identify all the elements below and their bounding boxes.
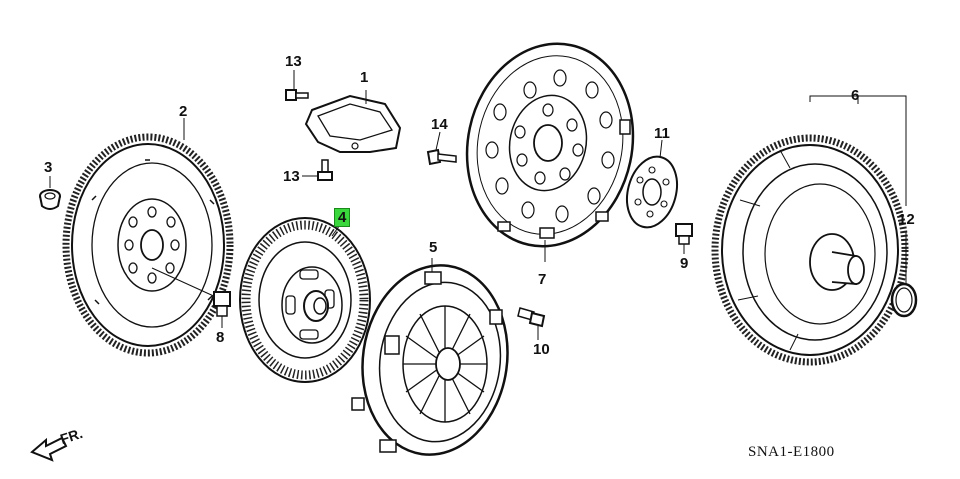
label-part-6: 6 bbox=[851, 87, 860, 104]
label-part-7: 7 bbox=[538, 271, 547, 288]
clutch-disc-part-4[interactable] bbox=[239, 217, 371, 383]
flywheel-part-2[interactable] bbox=[62, 133, 234, 357]
label-part-12: 12 bbox=[898, 211, 915, 228]
label-part-9: 9 bbox=[680, 255, 689, 272]
pressure-plate-part-5[interactable] bbox=[350, 256, 519, 464]
bolt-part-14[interactable] bbox=[426, 148, 457, 166]
label-part-2: 2 bbox=[179, 103, 188, 120]
label-part-3: 3 bbox=[44, 159, 53, 176]
label-part-8: 8 bbox=[216, 329, 225, 346]
bolt-part-10[interactable] bbox=[517, 307, 546, 340]
label-part-10: 10 bbox=[533, 341, 550, 358]
bolt-part-8[interactable] bbox=[151, 267, 231, 317]
label-part-14: 14 bbox=[431, 116, 448, 133]
label-part-11: 11 bbox=[654, 125, 670, 142]
diagram-code: SNA1-E1800 bbox=[748, 444, 835, 460]
front-direction-arrow bbox=[30, 436, 68, 462]
label-part-5: 5 bbox=[429, 239, 438, 256]
torque-converter-part-6[interactable] bbox=[711, 95, 909, 366]
label-part-13-top: 13 bbox=[285, 53, 302, 70]
label-part-4-highlighted: 4 bbox=[334, 208, 351, 227]
drive-plate-part-7[interactable] bbox=[449, 28, 652, 262]
plate-part-11[interactable] bbox=[620, 139, 685, 233]
cover-part-1[interactable] bbox=[304, 90, 402, 153]
bolt-part-13-top[interactable] bbox=[285, 89, 309, 101]
seal-ring-part-12[interactable] bbox=[890, 140, 918, 318]
bolt-part-9[interactable] bbox=[675, 223, 693, 245]
bolt-part-13-bottom[interactable] bbox=[317, 159, 333, 181]
label-part-1: 1 bbox=[360, 69, 369, 86]
label-part-13-bottom: 13 bbox=[283, 168, 300, 185]
bushing-part-3[interactable] bbox=[39, 189, 61, 210]
